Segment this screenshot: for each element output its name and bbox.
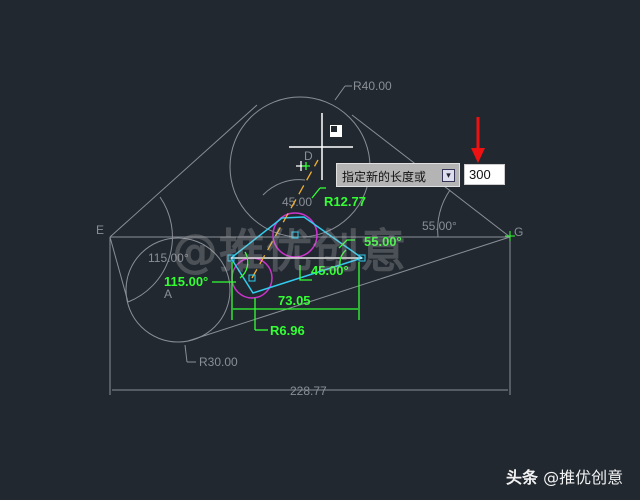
point-label-d: D	[304, 149, 313, 163]
credit-prefix: 头条	[506, 468, 539, 487]
leader-r30	[184, 344, 188, 363]
crosshair-cursor	[289, 113, 353, 180]
dim-r12[interactable]: R12.77	[324, 194, 366, 209]
circle-r12[interactable]	[272, 212, 318, 258]
angle-arc-55	[437, 189, 451, 238]
dim-angle55[interactable]: 55.00°	[364, 234, 402, 249]
grip[interactable]	[291, 231, 299, 239]
constraint-lines	[212, 187, 360, 331]
length-input[interactable]: 300	[464, 164, 505, 185]
point-label-a: A	[164, 287, 172, 301]
dim-angle-45-grey: 45.00	[282, 195, 312, 209]
tangent-lower	[187, 236, 511, 342]
stretch-line	[251, 159, 319, 279]
dim-r30: R30.00	[199, 355, 238, 369]
dim-angle115[interactable]: 115.00°	[164, 274, 208, 289]
tangent-upper-left	[109, 104, 258, 238]
angle-arc-115	[127, 196, 173, 303]
circle-r30	[125, 237, 231, 343]
point-label-g: G	[514, 225, 523, 239]
dim-length[interactable]: 73.05	[278, 293, 311, 308]
point-g-marker	[505, 231, 515, 241]
tangent-left	[109, 236, 129, 303]
dim-angle-55-grey: 55.00°	[422, 219, 457, 233]
point-label-e: E	[96, 223, 104, 237]
dim-r40: R40.00	[353, 79, 392, 93]
dropdown-icon[interactable]: ▾	[442, 169, 455, 182]
grip[interactable]	[358, 254, 366, 262]
grip[interactable]	[227, 254, 235, 262]
command-prompt-tooltip: 指定新的长度或 ▾	[336, 163, 460, 187]
grip[interactable]	[248, 274, 256, 282]
prompt-label: 指定新的长度或	[342, 170, 427, 184]
watermark: @推优创意	[172, 224, 407, 278]
red-arrow-annotation	[471, 117, 485, 163]
angle-arc-45	[262, 179, 306, 196]
selected-polyline[interactable]	[230, 216, 364, 294]
credit: 头条 @推优创意	[506, 464, 623, 488]
selected-geometry[interactable]: R12.77 55.00° 115.00° 45.00° 73.05 R6.96	[164, 159, 402, 338]
leader-r40	[334, 85, 346, 101]
dim-width: 228.77	[290, 384, 327, 398]
dim-radius-small[interactable]: R6.96	[270, 323, 305, 338]
credit-handle: @推优创意	[543, 468, 624, 487]
dim-angle-115-grey: 115.00°	[148, 251, 189, 265]
dim-angle45[interactable]: 45.00°	[311, 263, 349, 278]
